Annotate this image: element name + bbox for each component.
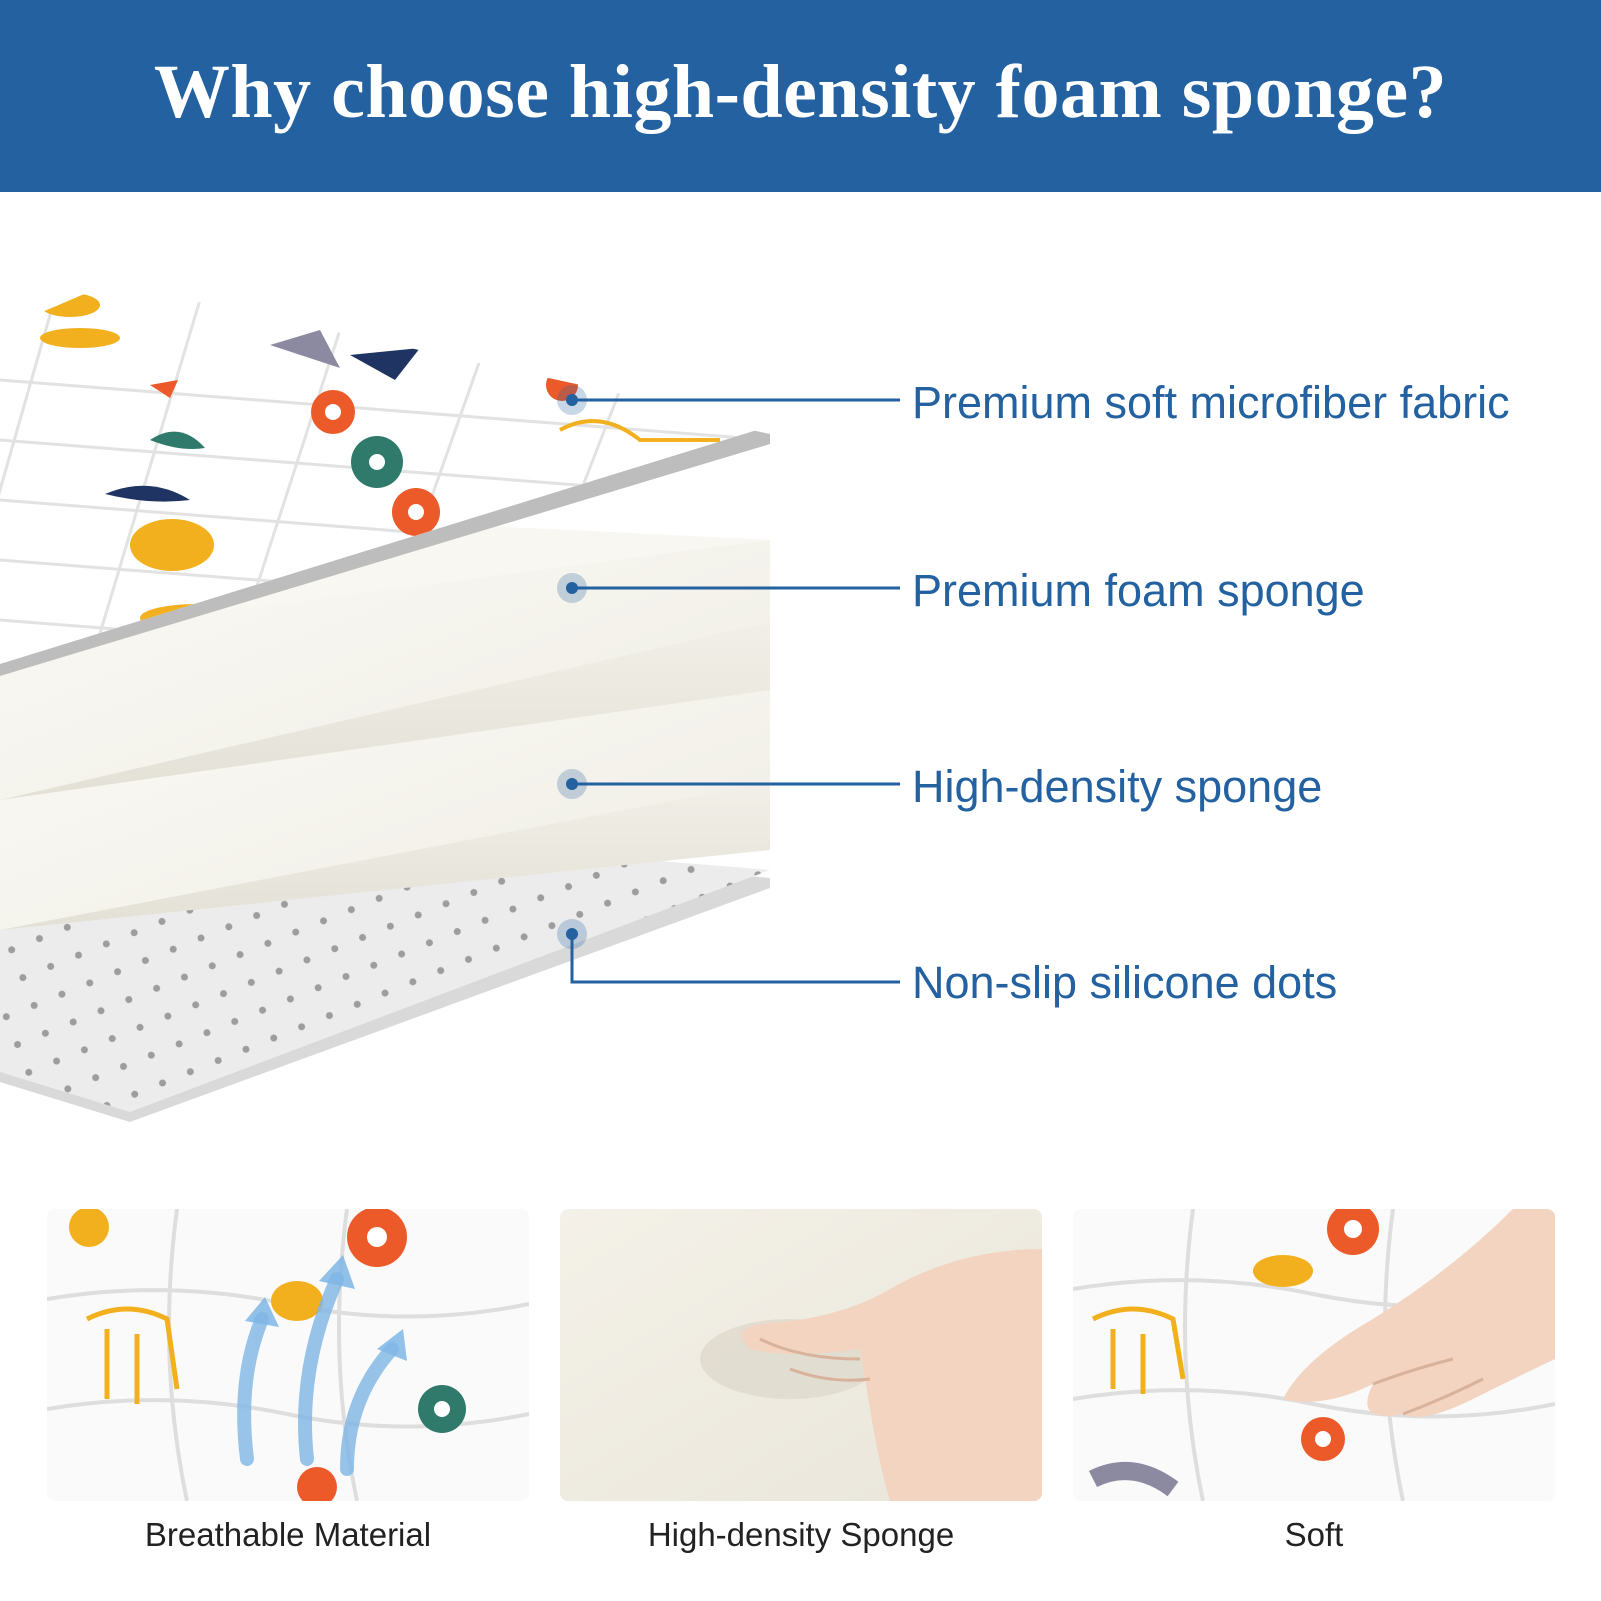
callout-markers: [557, 385, 587, 949]
callout-lines: [570, 398, 900, 984]
feature-thumb-sponge: [560, 1209, 1042, 1501]
layer-label-foam: Premium foam sponge: [912, 565, 1365, 616]
page-title: Why choose high-density foam sponge?: [153, 49, 1448, 134]
feature-caption-soft: Soft: [1284, 1516, 1344, 1553]
feature-caption-breathable: Breathable Material: [144, 1516, 432, 1553]
hand-press-icon: [742, 1249, 1042, 1501]
hand-touch-icon: [1283, 1209, 1555, 1417]
layer-diagram: [0, 283, 900, 1122]
feature-thumb-soft: [1073, 1209, 1555, 1501]
feature-caption-sponge: High-density Sponge: [647, 1516, 955, 1553]
layer-label-sponge: High-density sponge: [912, 761, 1323, 812]
airflow-arrows-icon: [237, 1272, 399, 1476]
feature-thumb-breathable: [47, 1209, 529, 1501]
layer-label-fabric: Premium soft microfiber fabric: [912, 377, 1510, 428]
header-banner: Why choose high-density foam sponge?: [0, 0, 1601, 192]
layer-label-dots: Non-slip silicone dots: [912, 957, 1338, 1008]
